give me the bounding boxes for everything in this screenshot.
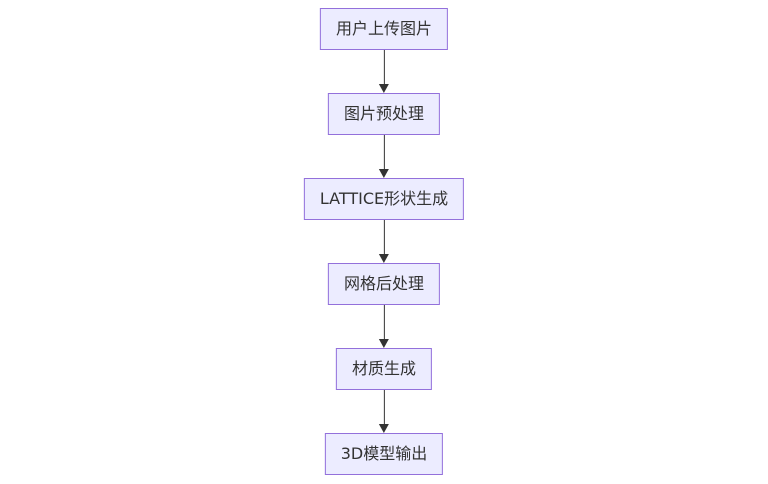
edge-connector bbox=[378, 390, 389, 433]
edge-connector bbox=[378, 305, 389, 348]
flowchart: 用户上传图片 图片预处理 LATTICE形状生成 网格后处理 材质生成 3D模型… bbox=[303, 8, 465, 475]
edge-line bbox=[383, 50, 385, 84]
edge-line bbox=[383, 305, 385, 339]
flow-node-lattice-shape-gen: LATTICE形状生成 bbox=[303, 178, 465, 220]
flow-node-image-preprocess: 图片预处理 bbox=[327, 93, 441, 135]
edge-connector bbox=[378, 220, 389, 263]
arrowhead-down-icon bbox=[378, 84, 389, 93]
arrowhead-down-icon bbox=[378, 424, 389, 433]
flow-node-3d-model-output: 3D模型输出 bbox=[324, 433, 444, 475]
arrowhead-down-icon bbox=[378, 254, 389, 263]
edge-connector bbox=[378, 135, 389, 178]
arrowhead-down-icon bbox=[378, 169, 389, 178]
flow-node-material-gen: 材质生成 bbox=[335, 348, 433, 390]
edge-line bbox=[383, 135, 385, 169]
arrowhead-down-icon bbox=[378, 339, 389, 348]
flow-node-mesh-postprocess: 网格后处理 bbox=[327, 263, 441, 305]
edge-connector bbox=[378, 50, 389, 93]
edge-line bbox=[383, 220, 385, 254]
edge-line bbox=[383, 390, 385, 424]
flow-node-user-upload: 用户上传图片 bbox=[319, 8, 449, 50]
